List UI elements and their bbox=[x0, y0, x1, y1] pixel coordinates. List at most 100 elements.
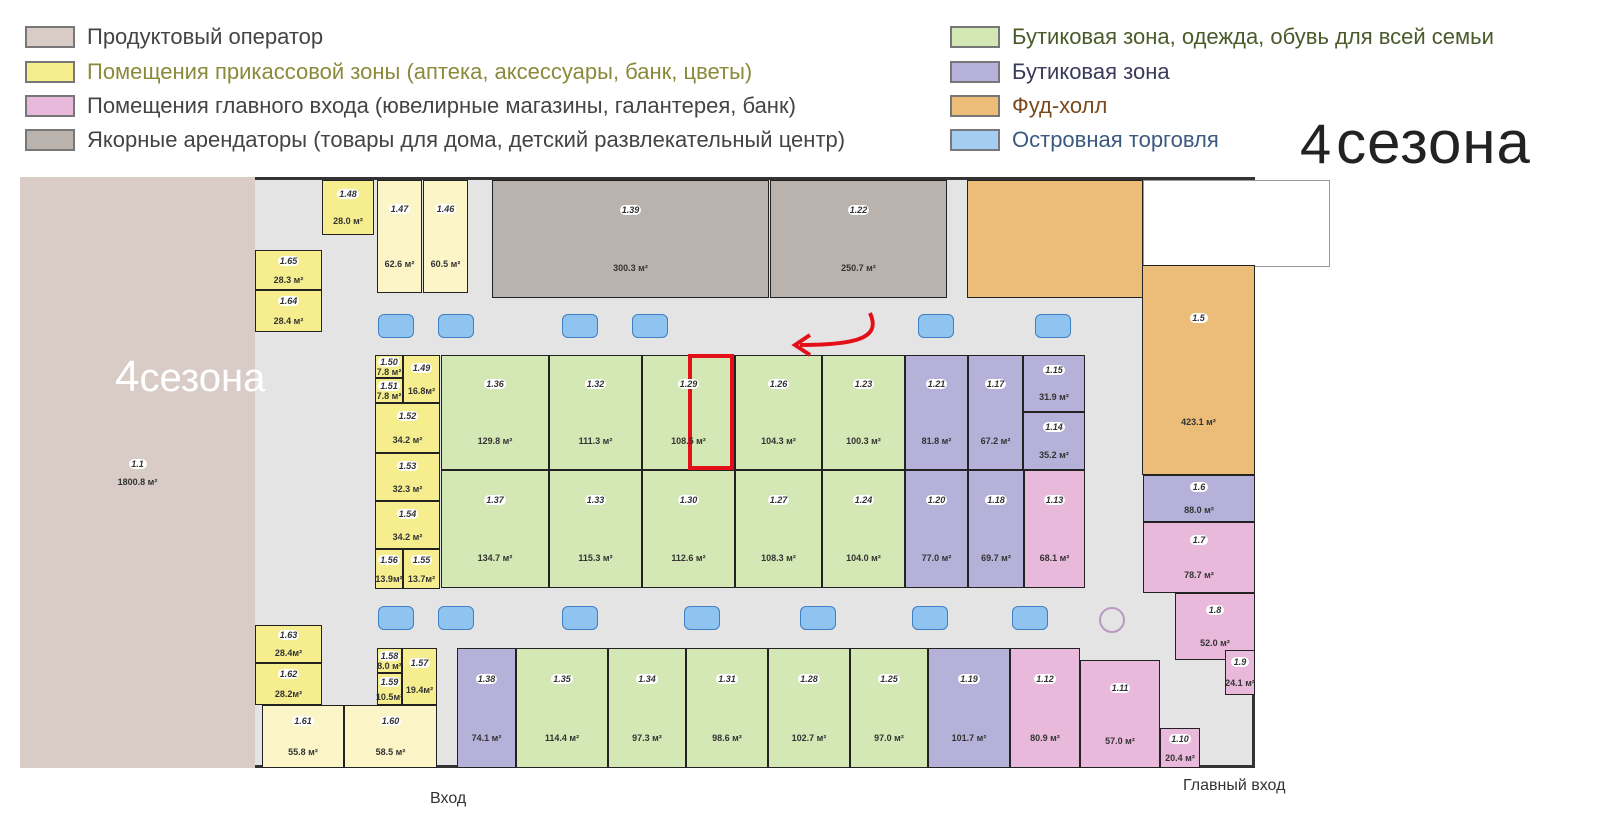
unit-number: 1.35 bbox=[551, 673, 573, 684]
unit-1-34[interactable]: 1.34 97.3 м² bbox=[608, 648, 686, 768]
legend-label: Помещения прикассовой зоны (аптека, аксе… bbox=[87, 59, 753, 84]
unit-area: 19.4м² bbox=[405, 685, 434, 696]
unit-area: 57.0 м² bbox=[1105, 735, 1135, 746]
unit-number: 1.37 bbox=[484, 495, 506, 505]
unit-area: 134.7 м² bbox=[477, 553, 513, 563]
unit-area: 97.3 м² bbox=[632, 732, 662, 743]
unit-number: 1.7 bbox=[1190, 535, 1208, 546]
legend-label: Фуд-холл bbox=[1012, 93, 1108, 118]
main-entrance-label: Главный вход bbox=[1183, 777, 1286, 794]
legend-swatch-icon bbox=[950, 61, 1000, 83]
unit-area: 80.9 м² bbox=[1030, 732, 1060, 743]
legend-item: Бутиковая зона bbox=[950, 59, 1170, 85]
unit-area: 32.3 м² bbox=[392, 483, 423, 494]
island-kiosk[interactable] bbox=[438, 606, 474, 630]
island-kiosk[interactable] bbox=[378, 314, 414, 338]
unit-area: 108.5 м² bbox=[671, 435, 706, 446]
island-kiosk[interactable] bbox=[378, 606, 414, 630]
unit-area: 10.5м² bbox=[375, 691, 404, 702]
unit-area: 28.2м² bbox=[274, 689, 303, 699]
island-kiosk[interactable] bbox=[684, 606, 720, 630]
unit-number: 1.64 bbox=[277, 296, 300, 306]
island-kiosk[interactable] bbox=[562, 606, 598, 630]
unit-number: 1.21 bbox=[925, 379, 948, 390]
unit-area: 250.7 м² bbox=[841, 263, 876, 273]
unit-area: 300.3 м² bbox=[613, 263, 648, 273]
unit-area: 7.8 м² bbox=[376, 366, 402, 377]
island-kiosk[interactable] bbox=[562, 314, 598, 338]
island-kiosk[interactable] bbox=[912, 606, 948, 630]
unit-area: 28.0 м² bbox=[333, 215, 363, 226]
island-kiosk[interactable] bbox=[1012, 606, 1048, 630]
legend-item: Фуд-холл bbox=[950, 93, 1107, 119]
unit-area: 28.3 м² bbox=[273, 274, 304, 285]
unit-number: 1.53 bbox=[396, 460, 419, 471]
unit-area: 88.0 м² bbox=[1184, 504, 1214, 515]
unit-number: 1.34 bbox=[636, 673, 658, 684]
legend-swatch-icon bbox=[25, 61, 75, 83]
island-kiosk[interactable] bbox=[632, 314, 668, 338]
island-kiosk[interactable] bbox=[438, 314, 474, 338]
unit-area: 112.6 м² bbox=[671, 553, 706, 563]
unit-1-53[interactable]: 1.53 32.3 м² bbox=[375, 453, 440, 501]
unit-area: 74.1 м² bbox=[471, 732, 502, 743]
island-kiosk[interactable] bbox=[918, 314, 954, 338]
legend-swatch-icon bbox=[25, 95, 75, 117]
unit-1-37[interactable]: 1.37 134.7 м² bbox=[441, 470, 549, 588]
island-kiosk[interactable] bbox=[800, 606, 836, 630]
legend-label: Островная торговля bbox=[1012, 127, 1219, 152]
island-kiosk[interactable] bbox=[1035, 314, 1071, 338]
